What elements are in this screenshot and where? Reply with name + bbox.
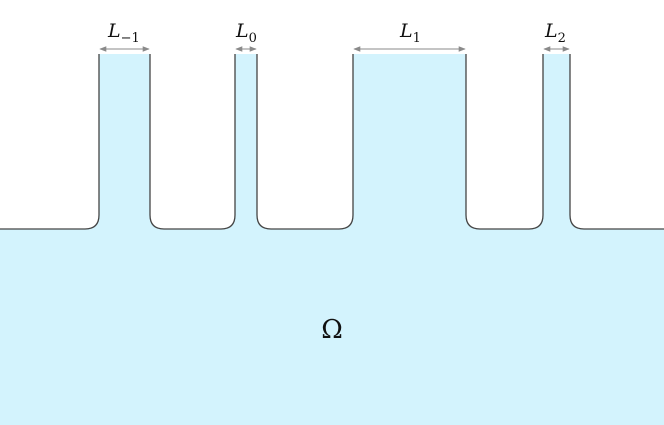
- fluid-region: [0, 54, 664, 425]
- channel-label-l0: L0: [235, 20, 257, 46]
- channel-label-l-minus-1: L−1: [107, 20, 140, 46]
- domain-label-omega: Ω: [321, 315, 343, 345]
- channel-label-l1: L1: [399, 20, 421, 46]
- boundary-outline: [0, 54, 664, 230]
- channel-label-l2: L2: [544, 20, 566, 46]
